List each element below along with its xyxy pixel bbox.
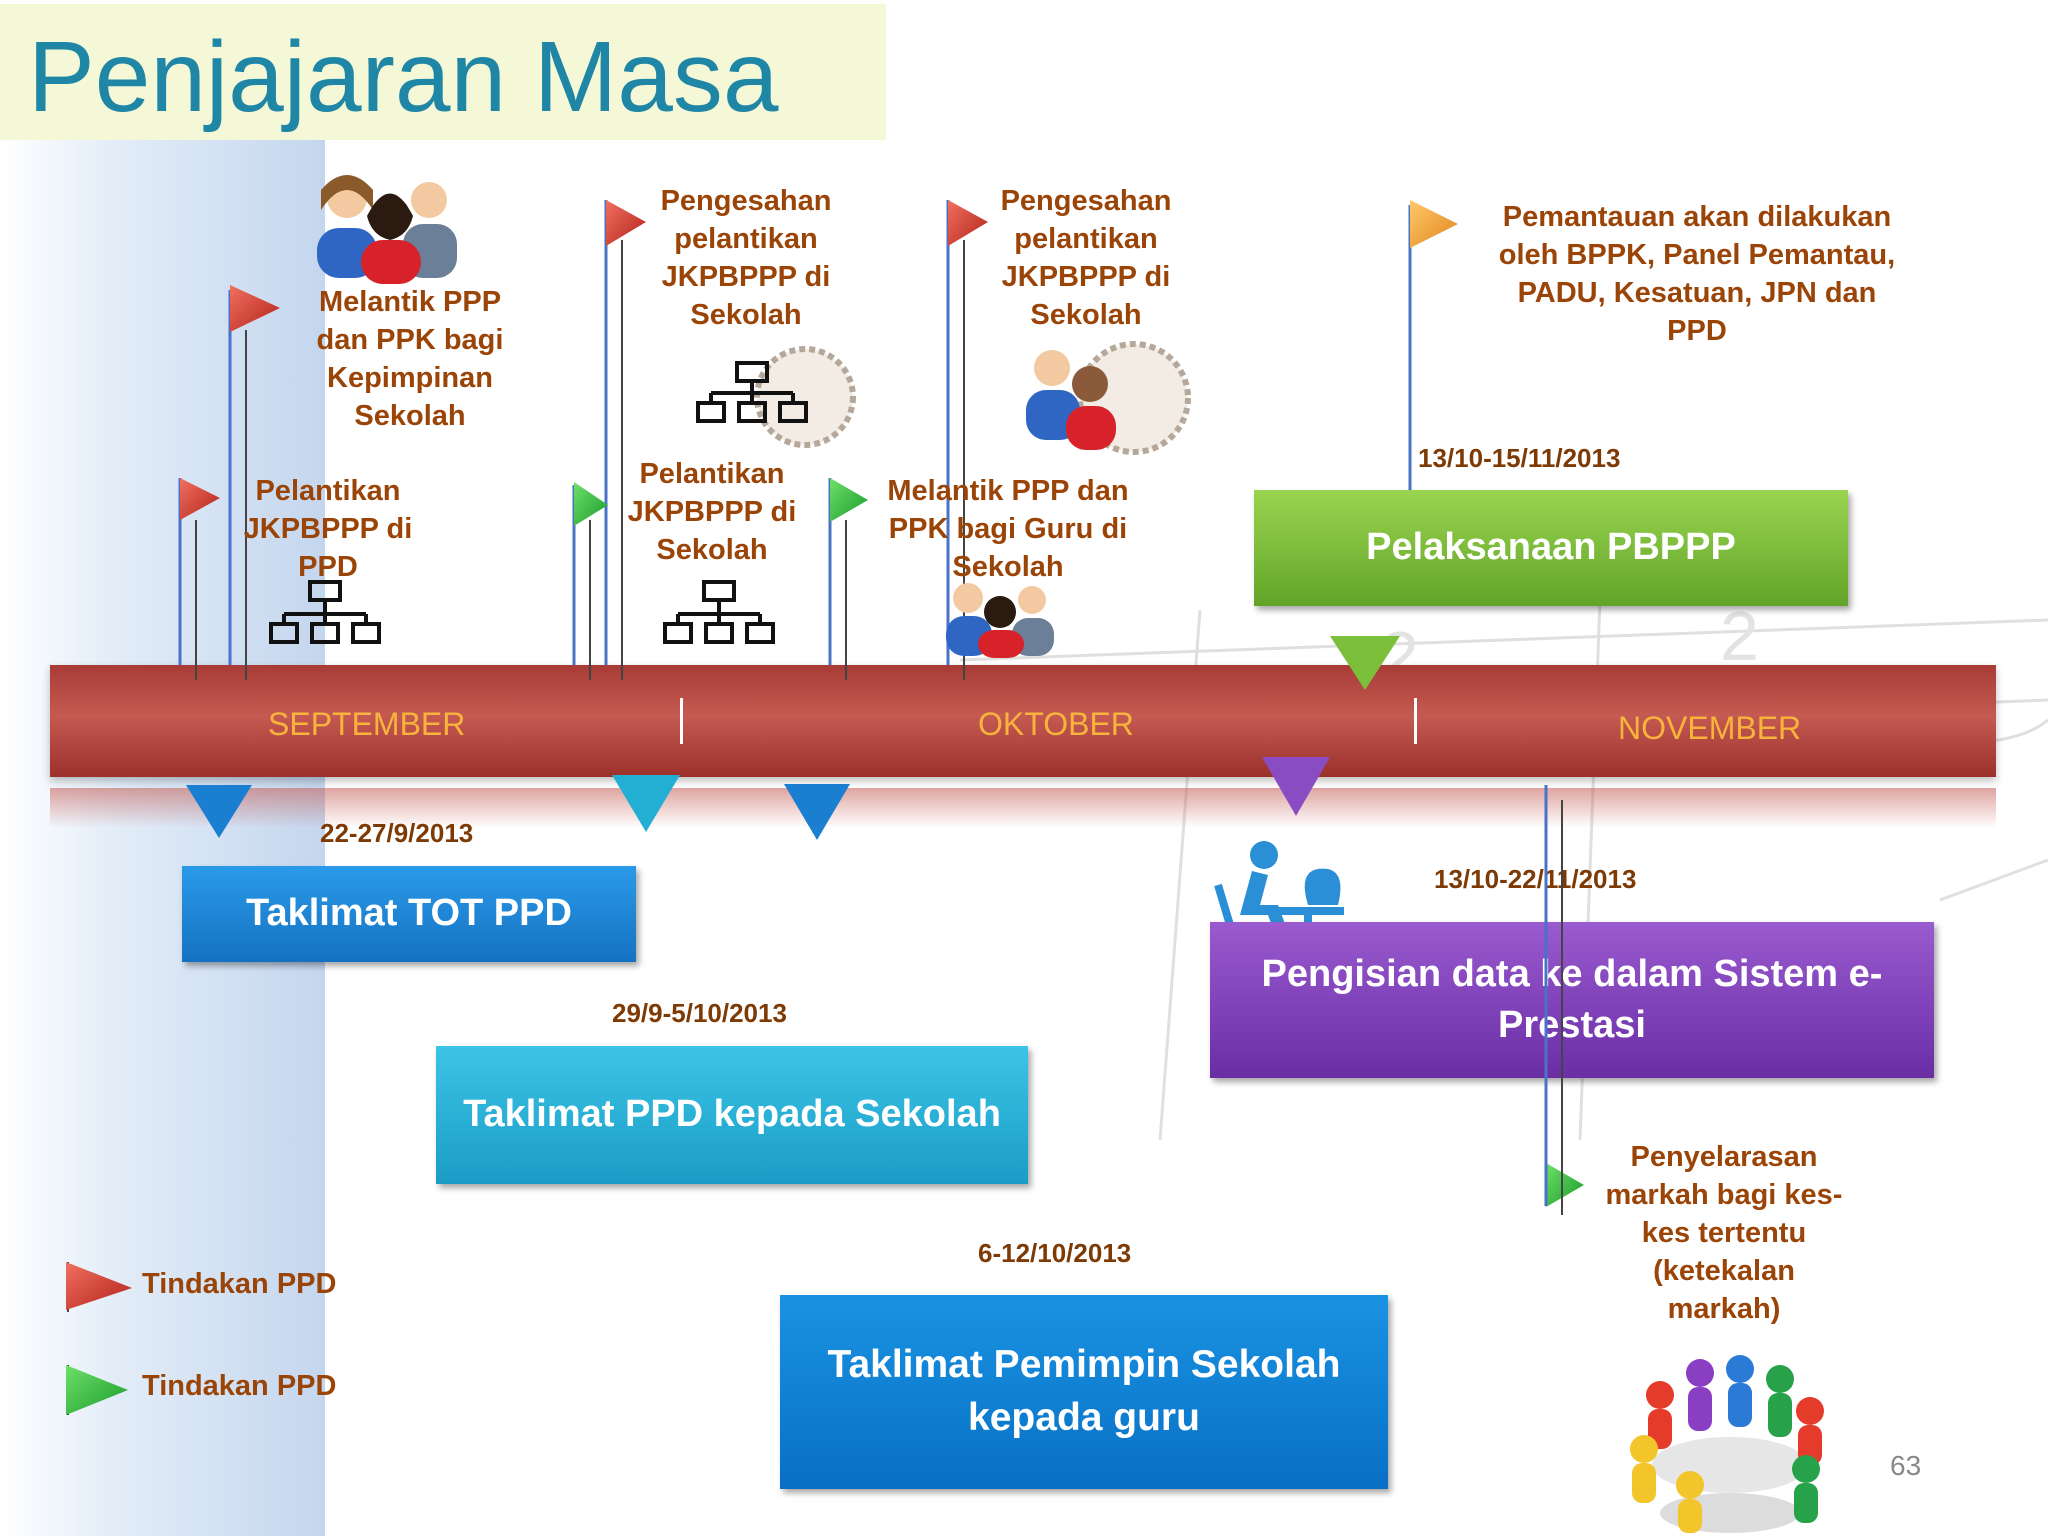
- activity-taklimat-tot-text: Taklimat TOT PPD: [246, 892, 572, 935]
- label-penyelarasan: Penyelarasan markah bagi kes- kes terten…: [1605, 1141, 1843, 1325]
- date-taklimat-tot: 22-27/9/2013: [320, 818, 474, 848]
- label-melantik-ppp-kepimpinan: Melantik PPP dan PPK bagi Kepimpinan Sek…: [316, 286, 504, 432]
- activity-taklimat-ppd-sekolah: Taklimat PPD kepada Sekolah: [436, 1046, 1028, 1184]
- label-melantik-ppp-guru: Melantik PPP dan PPK bagi Guru di Sekola…: [887, 475, 1129, 583]
- activity-taklimat-tot: Taklimat TOT PPD: [182, 866, 636, 962]
- org-chart-accepted-icon: [696, 346, 856, 448]
- marker-triangle-icon: [784, 784, 850, 840]
- activity-taklimat-pemimpin-text: Taklimat Pemimpin Sekolah kepada guru: [827, 1343, 1341, 1439]
- activity-taklimat-pemimpin: Taklimat Pemimpin Sekolah kepada guru: [780, 1295, 1388, 1489]
- flag-icon: [606, 200, 646, 246]
- legend-label-green: Tindakan PPD: [142, 1370, 337, 1402]
- activity-pelaksanaan: Pelaksanaan PBPPP: [1254, 490, 1848, 606]
- flag-icon: [230, 285, 280, 332]
- org-chart-icon: [269, 580, 381, 644]
- flag-icon: [574, 482, 608, 526]
- month-separator: [1414, 698, 1417, 744]
- marker-triangle-icon: [186, 785, 252, 838]
- legend-label-red: Tindakan PPD: [142, 1268, 337, 1300]
- sidebar-gradient: [0, 140, 325, 1536]
- people-icon: [946, 583, 1054, 658]
- timeline-reflection: [50, 788, 1996, 828]
- activity-pengisian: Pengisian data ke dalam Sistem e- Presta…: [1210, 922, 1934, 1078]
- flag-icon: [830, 478, 868, 522]
- marker-triangle-icon: [1262, 757, 1330, 816]
- accepted-stamp-icon: [1026, 341, 1191, 455]
- activity-pengisian-text: Pengisian data ke dalam Sistem e- Presta…: [1261, 952, 1883, 1046]
- date-pelaksanaan: 13/10-15/11/2013: [1418, 443, 1621, 473]
- legend-flag-red-icon: [66, 1262, 132, 1310]
- month-september: SEPTEMBER: [268, 706, 466, 742]
- activity-pelaksanaan-text: Pelaksanaan PBPPP: [1366, 526, 1736, 569]
- people-icon: [317, 175, 457, 284]
- page-number: 63: [1890, 1450, 1922, 1481]
- title-background: [0, 4, 886, 140]
- marker-triangle-icon: [612, 775, 680, 832]
- flag-icon: [1410, 200, 1458, 248]
- marker-triangle-icon: [1330, 636, 1400, 690]
- label-pemantauan: Pemantauan akan dilakukan oleh BPPK, Pan…: [1498, 201, 1896, 347]
- month-separator: [680, 698, 683, 744]
- org-chart-icon: [663, 580, 775, 644]
- date-taklimat-pemimpin: 6-12/10/2013: [978, 1238, 1132, 1268]
- flag-icon: [180, 478, 220, 520]
- legend-flag-green-icon: [66, 1365, 128, 1415]
- group-meeting-icon: [1630, 1355, 1824, 1533]
- date-pengisian: 13/10-22/11/2013: [1434, 864, 1637, 894]
- flag-icon: [1546, 1163, 1584, 1207]
- date-taklimat-ppd-sekolah: 29/9-5/10/2013: [612, 998, 787, 1028]
- activity-taklimat-ppd-sekolah-text: Taklimat PPD kepada Sekolah: [463, 1093, 1001, 1136]
- flag-icon: [948, 200, 988, 246]
- pole-overlay: [1544, 786, 1563, 1206]
- month-oktober: OKTOBER: [978, 706, 1134, 742]
- label-pengesahan-2: Pengesahan pelantikan JKPBPPP di Sekolah: [1000, 185, 1172, 331]
- month-november: NOVEMBER: [1618, 710, 1802, 746]
- page-title: Penjajaran Masa: [28, 21, 779, 133]
- timeline-bar: [50, 665, 1996, 777]
- label-pengesahan-1: Pengesahan pelantikan JKPBPPP di Sekolah: [660, 185, 832, 331]
- label-pelantikan-jkpbppp-sekolah: Pelantikan JKPBPPP di Sekolah: [627, 458, 797, 566]
- label-pelantikan-jkpbppp-ppd: Pelantikan JKPBPPP di PPD: [243, 475, 413, 583]
- svg-text:2: 2: [1720, 597, 1759, 675]
